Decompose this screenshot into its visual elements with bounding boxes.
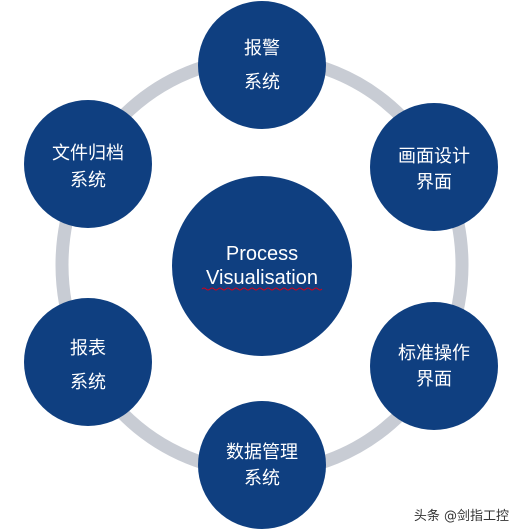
node-label-line2: 系统 [244, 72, 280, 93]
node-label-line1: 标准操作 [398, 343, 470, 364]
node-alarm-system: 报警 系统 [198, 1, 326, 129]
node-label-line2: 系统 [70, 170, 106, 191]
watermark: 头条 @剑指工控 [413, 509, 509, 524]
node-label-line2: 系统 [244, 468, 280, 489]
node-screen-design: 画面设计 界面 [370, 103, 498, 231]
node-label-line2: 界面 [416, 172, 452, 193]
node-label-line1: 数据管理 [226, 442, 298, 463]
node-label-line1: 报警 [244, 38, 280, 59]
center-label-line1: Process [226, 243, 298, 265]
node-circle [370, 302, 498, 430]
node-label-line2: 系统 [70, 372, 106, 393]
spellcheck-underline [201, 287, 323, 291]
node-circle [24, 298, 152, 426]
center-circle [172, 176, 352, 356]
node-label-line2: 界面 [416, 369, 452, 390]
node-label-line1: 文件归档 [52, 143, 124, 164]
node-data-management: 数据管理 系统 [198, 401, 326, 529]
node-circle [24, 100, 152, 228]
center-label-line2: Visualisation [206, 267, 318, 289]
node-circle [198, 401, 326, 529]
node-circle [198, 1, 326, 129]
center-node: Process Visualisation [172, 176, 352, 356]
node-standard-operation: 标准操作 界面 [370, 302, 498, 430]
node-circle [370, 103, 498, 231]
node-report-system: 报表 系统 [24, 298, 152, 426]
node-label-line1: 报表 [70, 338, 106, 359]
node-file-archive: 文件归档 系统 [24, 100, 152, 228]
node-label-line1: 画面设计 [398, 146, 470, 167]
